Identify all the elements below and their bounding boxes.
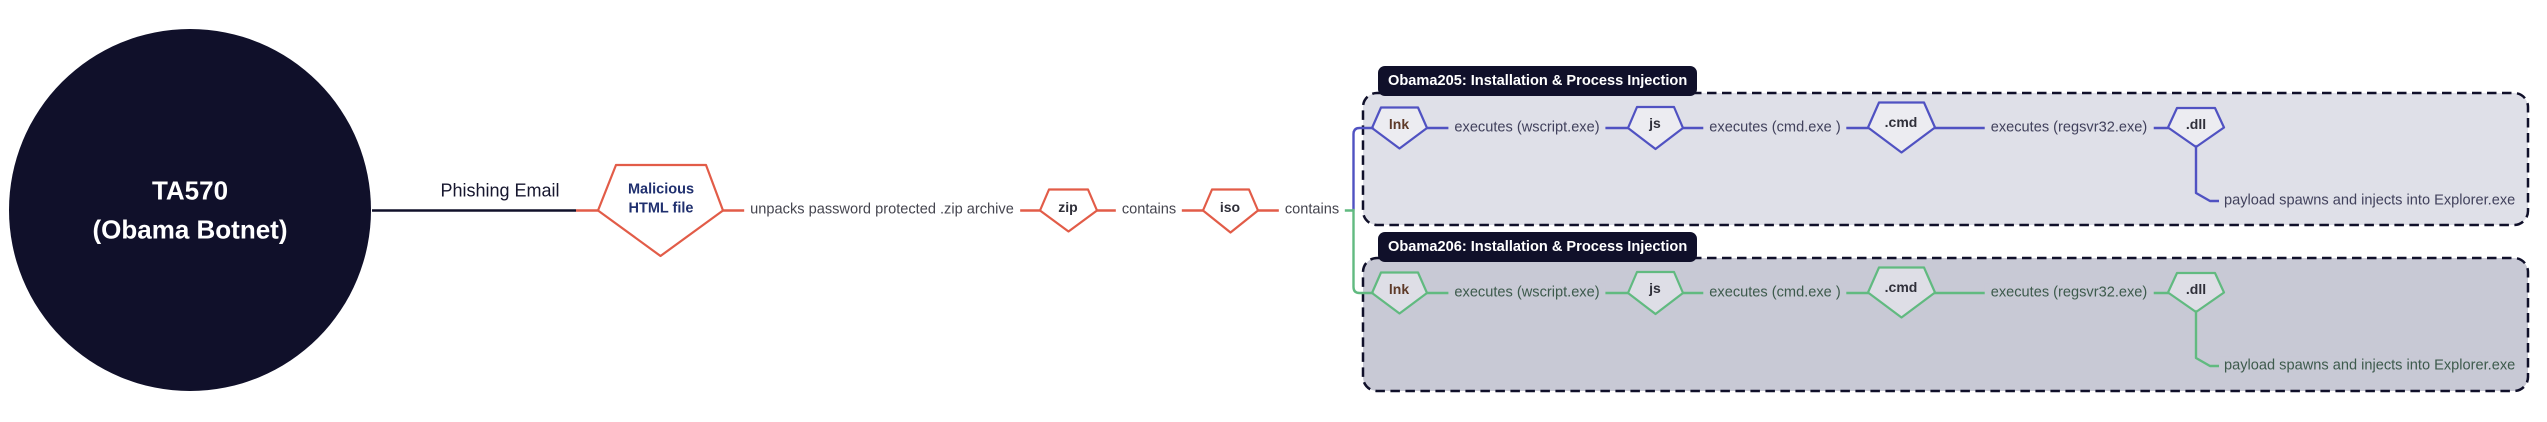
group1-payload-label: payload spawns and injects into Explorer… bbox=[2219, 191, 2518, 211]
group1-cmd-node-label: .cmd bbox=[1884, 114, 1918, 130]
group2-title: Obama206: Installation & Process Injecti… bbox=[1388, 239, 1688, 255]
malicious-html-node-diamond bbox=[596, 163, 725, 258]
malicious-html-label-line1: Malicious bbox=[627, 181, 695, 198]
edge-junction-to-group2-lnk bbox=[1352, 208, 1375, 295]
edge-label-phishing-email: Phishing Email bbox=[440, 180, 560, 201]
group1-dll-node-label: .dll bbox=[2185, 116, 2207, 132]
group1-edge-label-executes-wscript: executes (wscript.exe) bbox=[1448, 118, 1606, 138]
group1-lnk-node-diamond bbox=[1370, 106, 1429, 150]
group2-js-node-diamond bbox=[1626, 270, 1685, 316]
group1-js-node-diamond bbox=[1626, 105, 1685, 151]
group2-cmd-node-label: .cmd bbox=[1884, 279, 1918, 295]
group2-lnk-node-label: lnk bbox=[1388, 281, 1410, 297]
malicious-html-label-line2: HTML file bbox=[628, 200, 694, 216]
zip-node-diamond bbox=[1038, 188, 1099, 233]
group1-header: Obama205: Installation & Process Injecti… bbox=[1378, 66, 1698, 96]
group2-dll-node-label: .dll bbox=[2185, 281, 2207, 297]
edge-label-contains-1: contains bbox=[1115, 200, 1183, 220]
group1-edge-label-executes-cmd: executes (cmd.exe ) bbox=[1703, 118, 1847, 138]
actor-node-circle bbox=[9, 29, 371, 391]
group2-payload-label: payload spawns and injects into Explorer… bbox=[2219, 356, 2518, 376]
group2-cmd-node-diamond bbox=[1866, 266, 1937, 319]
group1-cmd-node-diamond bbox=[1866, 101, 1937, 154]
group2-edge-label-executes-cmd: executes (cmd.exe ) bbox=[1703, 283, 1847, 303]
actor-name-line1: TA570 bbox=[151, 175, 229, 206]
edge-label-contains-2: contains bbox=[1278, 200, 1346, 220]
group2-header: Obama206: Installation & Process Injecti… bbox=[1378, 232, 1698, 262]
group2-js-node-label: js bbox=[1649, 280, 1661, 296]
group1-edge-dll-to-payload bbox=[2194, 144, 2221, 203]
edge-junction-to-group1-lnk bbox=[1352, 126, 1375, 212]
group2-edge-dll-to-payload bbox=[2194, 309, 2221, 368]
group2-edge-label-executes-regsvr32: executes (regsvr32.exe) bbox=[1984, 283, 2154, 303]
zip-node-label: zip bbox=[1058, 199, 1078, 215]
group1-js-node-label: js bbox=[1649, 115, 1661, 131]
group2-dll-node-diamond bbox=[2166, 271, 2226, 314]
group2-edge-label-executes-wscript: executes (wscript.exe) bbox=[1448, 283, 1606, 303]
iso-node-diamond bbox=[1201, 188, 1260, 234]
actor-name-line2: (Obama Botnet) bbox=[92, 214, 288, 245]
malicious-html-node-label: Malicious HTML file bbox=[628, 181, 694, 218]
group1-edge-label-executes-regsvr32: executes (regsvr32.exe) bbox=[1984, 118, 2154, 138]
group1-dll-node-diamond bbox=[2166, 106, 2226, 149]
group1-lnk-node-label: lnk bbox=[1388, 116, 1410, 132]
group1-title: Obama205: Installation & Process Injecti… bbox=[1388, 73, 1688, 89]
iso-node-label: iso bbox=[1219, 199, 1241, 215]
group2-lnk-node-diamond bbox=[1370, 271, 1429, 315]
edge-label-unpacks: unpacks password protected .zip archive bbox=[744, 200, 1020, 220]
